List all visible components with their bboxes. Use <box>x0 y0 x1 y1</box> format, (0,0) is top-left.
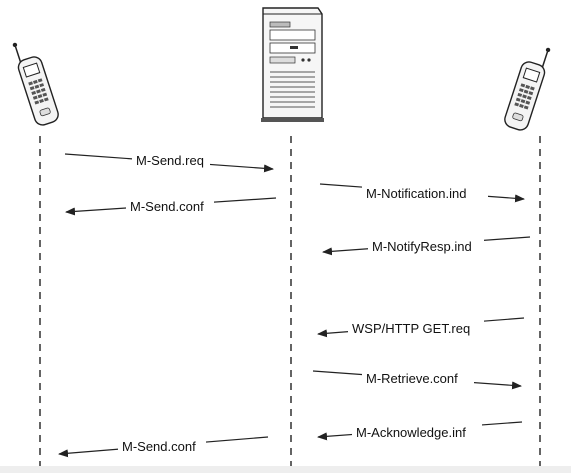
message-label: M-Send.conf <box>130 199 204 214</box>
message-label: WSP/HTTP GET.req <box>352 321 470 336</box>
mobile-phone-icon <box>12 42 59 126</box>
server-tower-icon <box>261 7 324 122</box>
message-label: M-Retrieve.conf <box>366 371 458 386</box>
message-label: M-NotifyResp.ind <box>372 239 472 254</box>
message-label: M-Notification.ind <box>366 186 466 201</box>
mobile-phone-icon <box>504 47 551 131</box>
message-label: M-Acknowledge.inf <box>356 425 466 440</box>
bottom-border <box>0 466 571 473</box>
message-label: M-Send.conf <box>122 439 196 454</box>
message-label: M-Send.req <box>136 153 204 168</box>
